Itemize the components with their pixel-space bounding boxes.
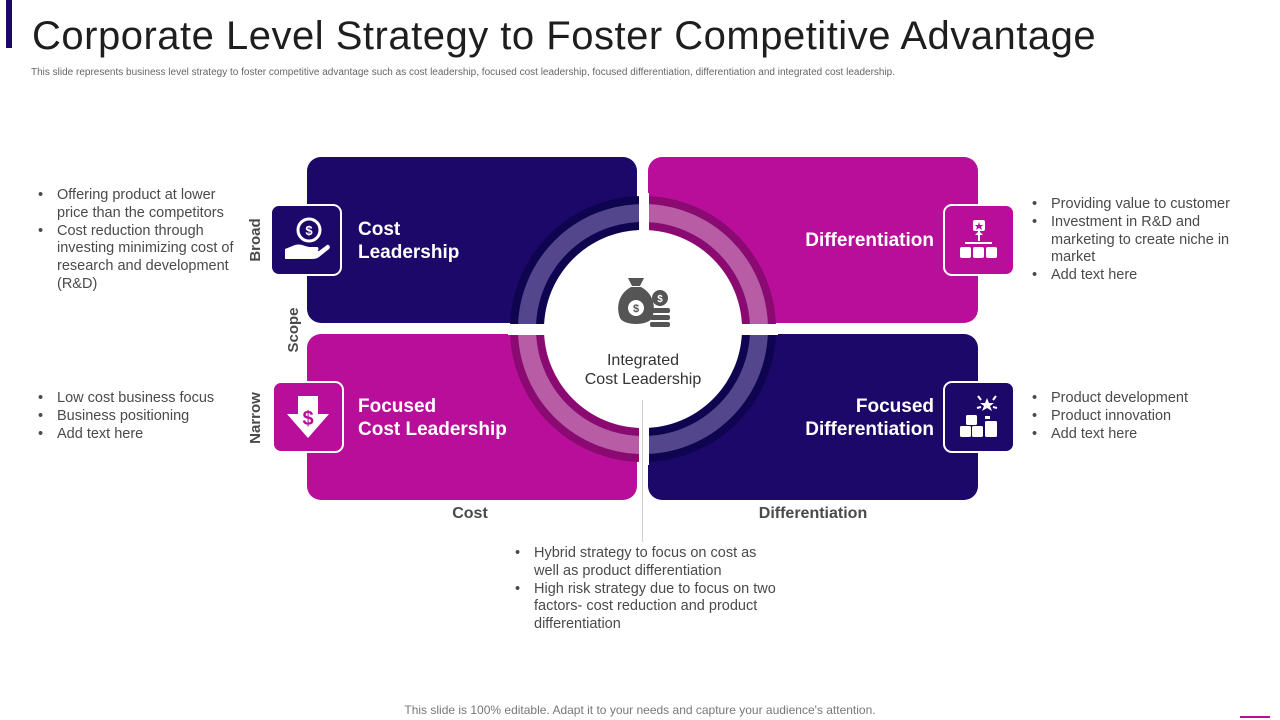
differentiation-line1: Differentiation: [805, 230, 934, 251]
ring-inner-band-magenta-2: [518, 328, 644, 454]
center-label: Integrated Cost Leadership: [560, 351, 726, 389]
focused-differentiation-icon-box: [943, 381, 1015, 453]
ring-top-left: [510, 196, 643, 329]
axis-label-differentiation: Differentiation: [758, 505, 868, 522]
cost-leadership-line2: Leadership: [358, 242, 460, 263]
focused-cost-leadership-label: Focused Cost Leadership: [358, 395, 507, 441]
differentiation-label: Differentiation: [700, 229, 934, 252]
axis-label-broad: Broad: [247, 218, 264, 262]
corner-accent-line: [1240, 716, 1270, 718]
focused-differentiation-line2: Differentiation: [805, 419, 934, 440]
axis-label-scope: Scope: [285, 307, 302, 353]
integrated-cost-leadership-bullets: Hybrid strategy to focus on cost as well…: [514, 545, 776, 634]
down-arrow-dollar-icon: $: [287, 396, 329, 438]
ring-bottom-left: [510, 329, 643, 462]
money-bag-icon: $ $: [618, 278, 670, 327]
focused-cost-leadership-icon-box: $: [272, 381, 344, 453]
svg-text:$: $: [633, 303, 639, 315]
axis-label-narrow: Narrow: [247, 392, 264, 444]
hand-dollar-icon: $: [285, 217, 330, 259]
cost-leadership-line1: Cost: [358, 219, 401, 240]
hierarchy-boxes-icon: [960, 220, 997, 258]
center-label-line2: Cost Leadership: [584, 371, 702, 388]
list-item: Hybrid strategy to focus on cost as well…: [514, 545, 776, 581]
differentiation-icon-box: [943, 204, 1015, 276]
list-item: Add text here: [1031, 267, 1261, 285]
svg-text:$: $: [657, 294, 663, 305]
focused-differentiation-line1: Focused: [855, 396, 934, 417]
list-item: High risk strategy due to focus on two f…: [514, 581, 776, 634]
cost-leadership-label: Cost Leadership: [358, 218, 459, 264]
ring-top-right: [643, 196, 776, 329]
cost-leadership-bullets: Offering product at lower price than the…: [37, 187, 247, 294]
focused-cost-leadership-bullets: Low cost business focus Business positio…: [37, 390, 247, 443]
differentiation-bullets: Providing value to customer Investment i…: [1031, 196, 1261, 285]
center-label-line1: Integrated: [606, 352, 680, 369]
ring-bottom-right: [643, 329, 776, 462]
focused-differentiation-label: Focused Differentiation: [700, 395, 934, 441]
list-item: Business positioning: [37, 408, 247, 426]
focused-cost-leadership-line2: Cost Leadership: [358, 419, 507, 440]
list-item: Product innovation: [1031, 408, 1261, 426]
axis-label-cost: Cost: [452, 505, 488, 522]
ring-inner-band-magenta: [642, 204, 768, 330]
focused-cost-leadership-line1: Focused: [358, 396, 437, 417]
center-connector-line: [642, 400, 643, 542]
list-item: Product development: [1031, 390, 1261, 408]
footer-note: This slide is 100% editable. Adapt it to…: [404, 703, 876, 717]
list-item: Providing value to customer: [1031, 196, 1261, 214]
cost-leadership-icon-box: $: [270, 204, 342, 276]
svg-text:$: $: [305, 223, 313, 238]
svg-text:$: $: [302, 408, 313, 430]
list-item: Investment in R&D and marketing to creat…: [1031, 214, 1261, 267]
list-item: Cost reduction through investing minimiz…: [37, 223, 247, 294]
list-item: Offering product at lower price than the…: [37, 187, 247, 223]
list-item: Low cost business focus: [37, 390, 247, 408]
list-item: Add text here: [1031, 426, 1261, 444]
page-subtitle: This slide represents business level str…: [31, 67, 896, 78]
title-accent-bar: [6, 0, 12, 48]
boxes-star-icon: [960, 395, 998, 437]
center-ring: [508, 193, 778, 465]
list-item: Add text here: [37, 426, 247, 444]
focused-differentiation-bullets: Product development Product innovation A…: [1031, 390, 1261, 443]
page-title: Corporate Level Strategy to Foster Compe…: [32, 14, 1097, 58]
center-white-disc: [544, 230, 742, 428]
